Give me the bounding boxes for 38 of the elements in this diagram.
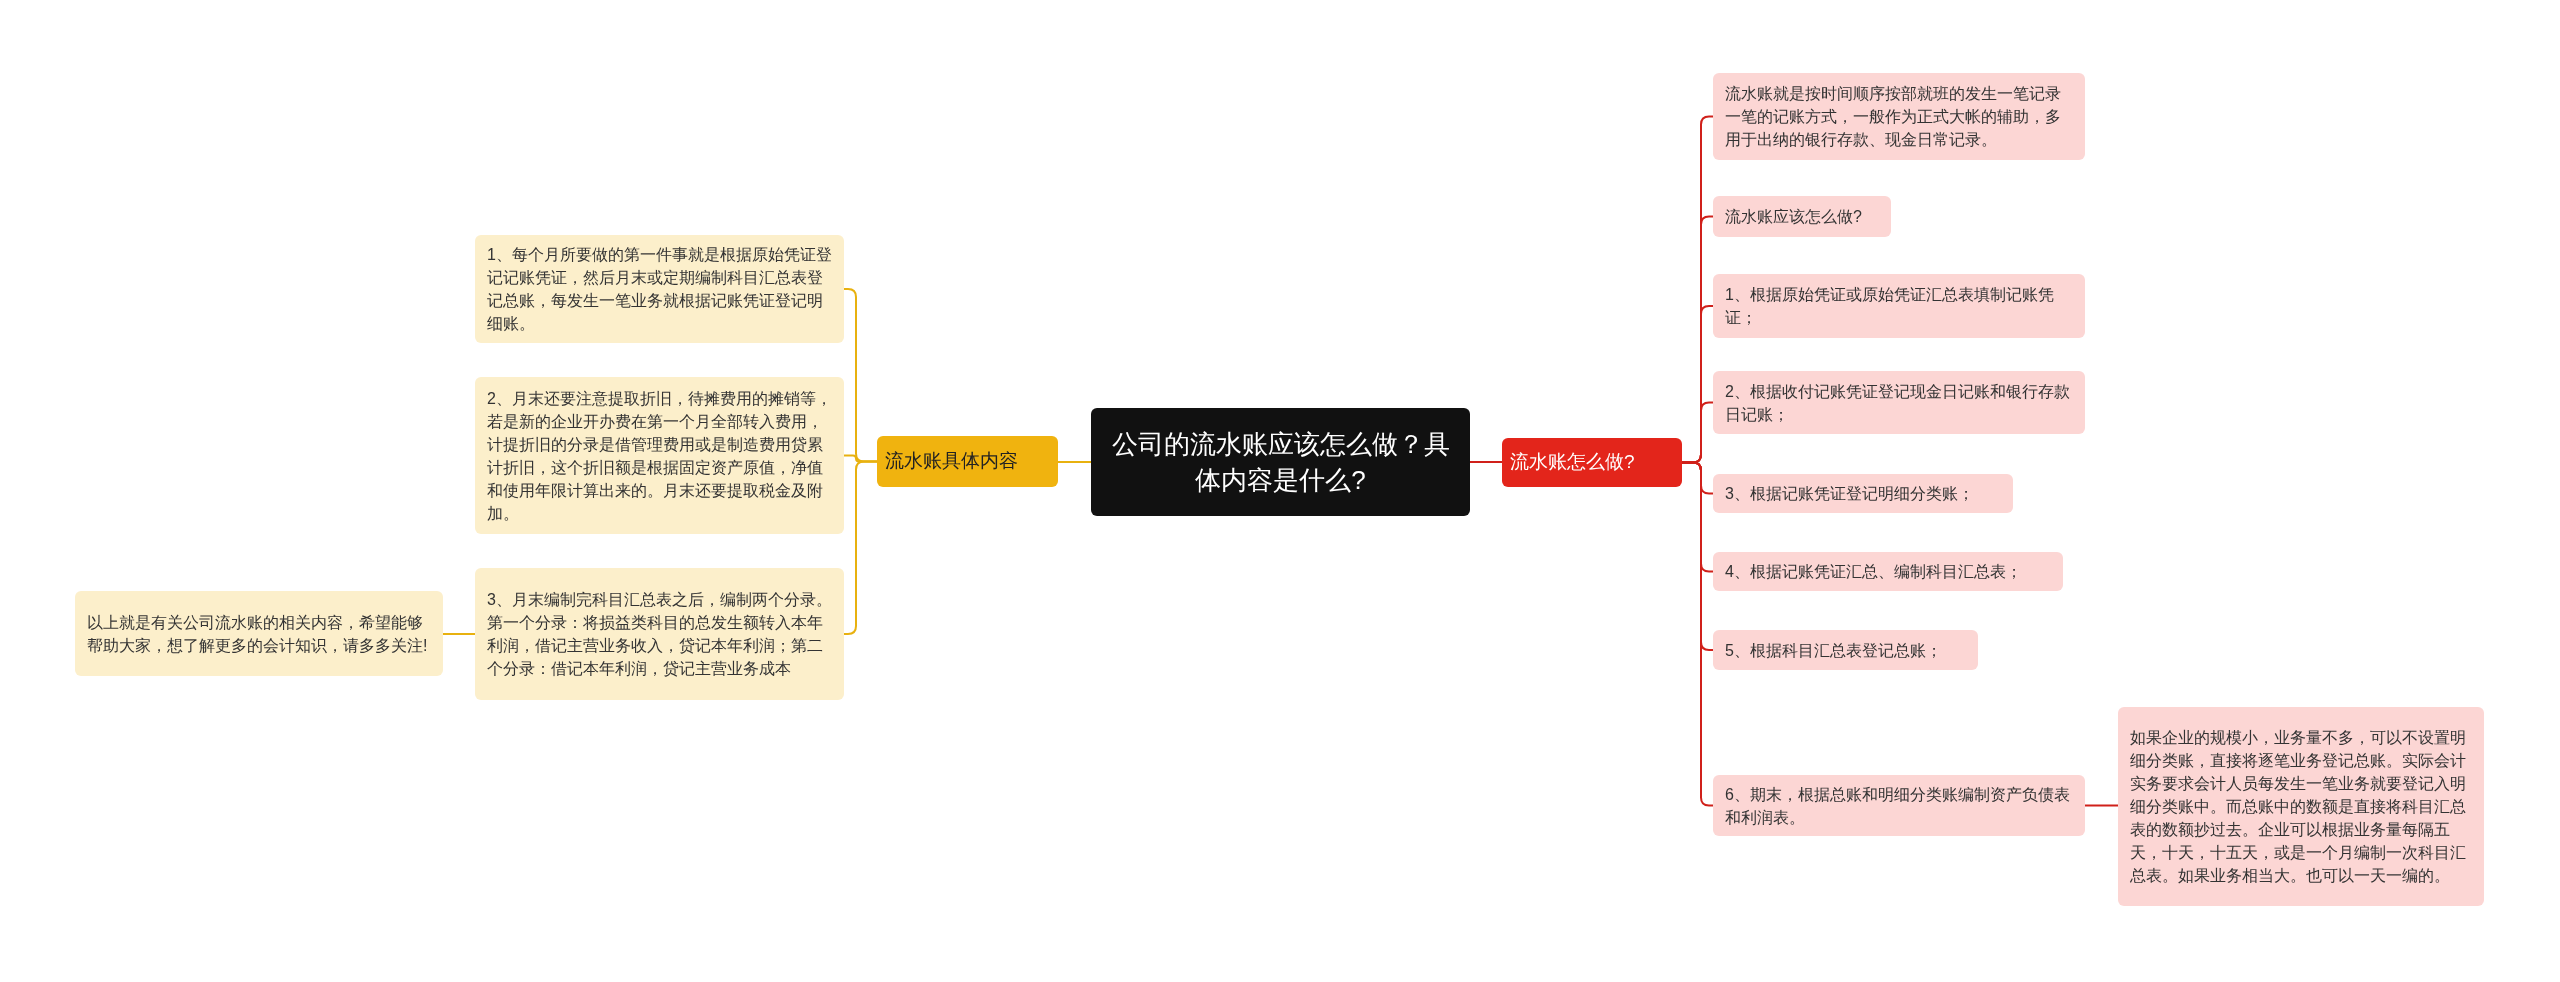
note-box [1713,552,2063,591]
note-box [1713,196,1891,237]
node-text: 公司的流水账应该怎么做？具体内容是什么? [1111,428,1450,497]
node-text: 如果企业的规模小，业务量不多，可以不设置明细分类账，直接将逐笔业务登记总账。实际会计实务要求会计人员每发生一笔业务就要登记入明细分类账中。而总账中的数额是直接将科目汇总表的数额抄过去。企业可以根据业务量每隔五天，十天，十五天，或是一个月编制一次科目汇总表。如果业务相当大。也可以一天一编的。 [2130,728,2467,886]
node-text: 3、月末编制完科目汇总表之后，编制两个分录。第一个分录：将损益类科目的总发生额转入本年利润，借记主营业务收入，贷记本年利润；第二个分录：借记本年利润，贷记主营业务成本 [487,590,832,679]
root-topic-box [1091,408,1470,516]
node-text: 1、根据原始凭证或原始凭证汇总表填制记账凭证； [1725,285,2055,328]
note-box [1713,775,2085,836]
connector-line [1681,461,1714,807]
node-text: 以上就是有关公司流水账的相关内容，希望能够帮助大家，想了解更多的会计知识，请多多关注! [87,612,429,656]
note-box [1713,630,1978,670]
branch-topic-box [877,436,1058,487]
note-box [2118,707,2484,906]
connector-line [442,633,476,635]
note-box [475,568,844,700]
note-box [1713,73,2085,160]
node-text: 2、根据收付记账凭证登记现金日记账和银行存款日记账； [1725,381,2071,425]
note-box [1713,274,2085,338]
node-text: 流水账就是按时间顺序按部就班的发生一笔记录一笔的记账方式，一般作为正式大帐的辅助，多用于出纳的银行存款、现金日常记录。 [1725,84,2062,150]
node-text: 6、期末，根据总账和明细分类账编制资产负债表和利润表。 [1725,784,2071,828]
node-text: 流水账应该怎么做? [1725,207,1863,227]
note-box [475,377,844,534]
connector-line [1057,461,1092,463]
branch-topic-box [1502,438,1682,487]
connector-line [843,460,878,635]
note-box [75,591,443,676]
connector-line [1469,461,1503,463]
node-text: 5、根据科目汇总表登记总账； [1725,640,1943,661]
node-text: 4、根据记账凭证汇总、编制科目汇总表； [1725,562,2023,582]
node-text: 流水账具体内容 [885,449,1019,474]
note-box [1713,474,2013,513]
note-box [475,235,844,343]
connector-line [2084,804,2119,807]
note-box [1713,371,2085,434]
node-text: 1、每个月所要做的第一件事就是根据原始凭证登记记账凭证，然后月末或定期编制科目汇总表登记总账，每发生一笔业务就根据记账凭证登记明细账。 [487,245,832,334]
node-text: 流水账怎么做? [1510,450,1636,475]
node-text: 3、根据记账凭证登记明细分类账； [1725,484,1975,504]
node-text: 2、月末还要注意提取折旧，待摊费用的摊销等，若是新的企业开办费在第一个月全部转入费用，计提折旧的分录是借管理费用或是制造费用贷累计折旧，这个折旧额是根据固定资产原值，净值和使用年限计算出来的。月末还要提取税金及附加。 [487,388,832,524]
